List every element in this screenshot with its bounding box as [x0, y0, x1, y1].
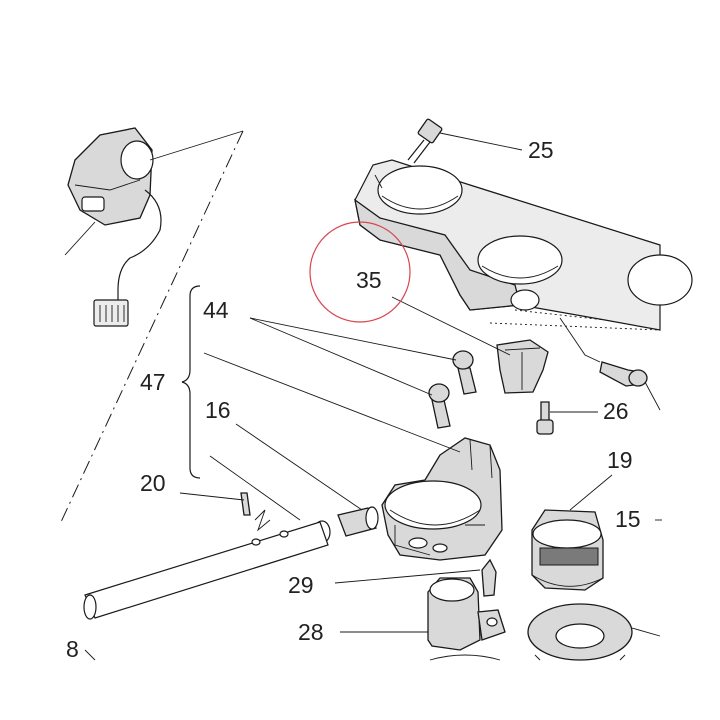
callout-25: 25 [528, 137, 554, 163]
top-yoke [354, 159, 693, 331]
screw-29 [481, 558, 497, 597]
bolt-25 [407, 118, 443, 164]
bolt-26-right [599, 361, 648, 387]
callout-20: 20 [140, 470, 166, 496]
callout-44: 44 [203, 297, 229, 323]
callout-8: 8 [66, 636, 79, 662]
callout-35: 35 [356, 267, 382, 293]
lower-part-edge-2 [534, 654, 626, 661]
highlight-circle [309, 221, 411, 323]
section-boundary-line [60, 130, 244, 523]
group-brace-47 [181, 285, 201, 479]
callout-16: 16 [205, 397, 231, 423]
leader-lines [64, 130, 662, 661]
bearing-19 [531, 509, 604, 591]
callout-19: 19 [607, 447, 633, 473]
callout-28: 28 [298, 619, 324, 645]
bracket-35 [496, 339, 549, 394]
callout-15: 15 [615, 506, 641, 532]
handlebar-clamp [381, 437, 503, 561]
lower-part-edge [429, 654, 501, 661]
washer-15 [527, 603, 633, 661]
spacer-28 [427, 577, 506, 651]
pin-20 [240, 492, 251, 516]
bolts-44 [428, 350, 477, 429]
callout-47: 47 [140, 369, 166, 395]
bolt-26-lower [536, 401, 554, 435]
callout-29: 29 [288, 572, 314, 598]
handlebar-switch [67, 127, 162, 327]
callout-26: 26 [603, 398, 629, 424]
handlebar-tube [83, 509, 329, 620]
